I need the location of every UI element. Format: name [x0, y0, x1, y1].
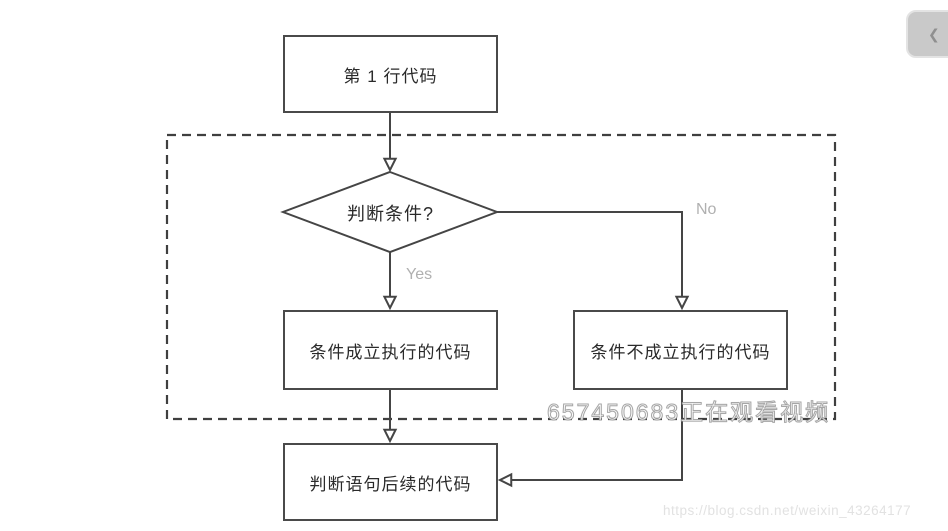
node-condition-false-code: 条件不成立执行的代码: [573, 310, 788, 390]
viewer-watermark: 657450683正在观看视频: [546, 399, 831, 426]
node-condition-false-code-label: 条件不成立执行的代码: [590, 342, 771, 362]
edge-false-to-end: [500, 390, 683, 480]
collapsed-panel-button[interactable]: ❮: [906, 10, 948, 58]
node-first-line-code-label: 第 1 行代码: [343, 66, 438, 86]
blog-url-watermark: https://blog.csdn.net/weixin_43264177: [663, 503, 912, 518]
node-condition-true-code: 条件成立执行的代码: [283, 310, 498, 390]
chevron-left-icon: ❮: [928, 25, 940, 42]
node-subsequent-code: 判断语句后续的代码: [283, 443, 498, 521]
condition-diamond-shape: [280, 170, 500, 254]
if-scope-dashed-border: [165, 133, 837, 421]
node-condition-true-code-label: 条件成立执行的代码: [309, 342, 472, 362]
edge-label-no: No: [696, 201, 717, 218]
node-subsequent-code-label: 判断语句后续的代码: [309, 474, 472, 494]
node-condition-label: 判断条件?: [346, 204, 434, 224]
edge-label-yes: Yes: [406, 266, 433, 283]
edge-condition-no: [497, 211, 682, 308]
node-first-line-code: 第 1 行代码: [283, 35, 498, 113]
